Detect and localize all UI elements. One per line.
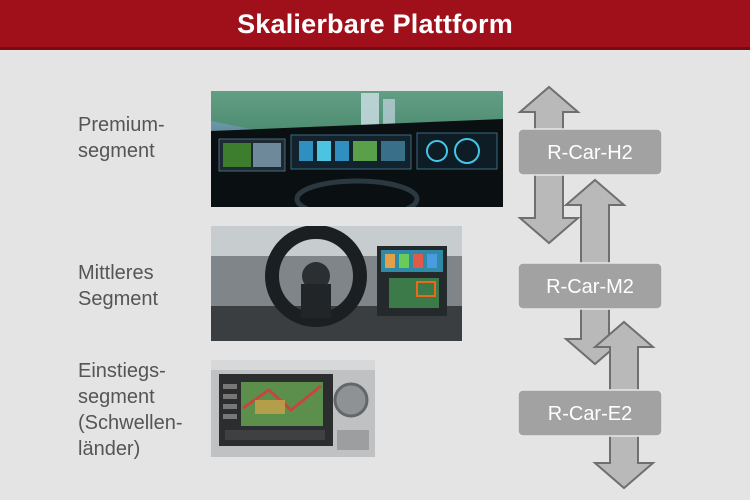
chip-r-car-h2: R-Car-H2	[517, 128, 663, 176]
premium-cockpit-photo	[211, 91, 503, 207]
chip-r-car-m2: R-Car-M2	[517, 262, 663, 310]
scalability-diagram: R-Car-H2 R-Car-M2 R-Car-E2	[517, 85, 663, 490]
segment-label-middle: Mittleres Segment	[78, 262, 159, 310]
chip-label-h2: R-Car-H2	[547, 142, 633, 164]
middle-cockpit-photo	[211, 226, 462, 341]
segment-label-premium: Premium- segment	[78, 114, 165, 162]
page-title: Skalierbare Plattform	[237, 9, 513, 39]
segment-label-entry: Einstiegs- segment (Schwellen- länder)	[78, 360, 183, 460]
chip-r-car-e2: R-Car-E2	[517, 389, 663, 437]
entry-dashboard-photo	[211, 360, 375, 457]
chip-label-e2: R-Car-E2	[548, 403, 632, 425]
header-bar: Skalierbare Plattform	[0, 0, 750, 50]
chip-label-m2: R-Car-M2	[546, 276, 634, 298]
